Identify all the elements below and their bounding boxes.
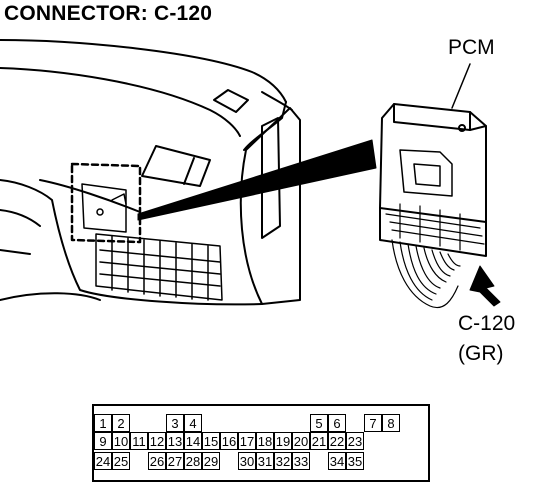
connector-pin-1: 1 (94, 414, 112, 432)
pcm-module (379, 103, 487, 257)
connector-pin-15: 15 (202, 432, 220, 450)
connector-pin-13: 13 (166, 432, 184, 450)
junction-block (95, 233, 223, 301)
connector-pin-33: 33 (292, 452, 310, 470)
connector-pin-3: 3 (166, 414, 184, 432)
connector-pin-23: 23 (346, 432, 364, 450)
connector-pin-29: 29 (202, 452, 220, 470)
connector-pin-17: 17 (238, 432, 256, 450)
connector-pin-25: 25 (112, 452, 130, 470)
pcm-label: PCM (448, 36, 495, 59)
connector-pin-27: 27 (166, 452, 184, 470)
connector-pin-14: 14 (184, 432, 202, 450)
connector-pin-6: 6 (328, 414, 346, 432)
dashboard-outline (0, 39, 293, 151)
connector-pin-16: 16 (220, 432, 238, 450)
connector-pin-10: 10 (112, 432, 130, 450)
pcm-leader-line (451, 63, 471, 109)
connector-pin-9: 9 (94, 432, 112, 450)
connector-pin-2: 2 (112, 414, 130, 432)
lower-dash (0, 179, 263, 306)
dash-end-panel (239, 107, 301, 305)
connector-pin-22: 22 (328, 432, 346, 450)
wire-harness (391, 239, 461, 309)
pcm-small-view (81, 183, 127, 233)
connector-pin-24: 24 (94, 452, 112, 470)
connector-pin-30: 30 (238, 452, 256, 470)
connector-pin-5: 5 (310, 414, 328, 432)
connector-pin-8: 8 (382, 414, 400, 432)
connector-color-label: (GR) (458, 342, 504, 365)
connector-pin-28: 28 (184, 452, 202, 470)
connector-pin-35: 35 (346, 452, 364, 470)
glovebox-opening (141, 145, 211, 187)
connector-pin-19: 19 (274, 432, 292, 450)
connector-pin-7: 7 (364, 414, 382, 432)
connector-pin-26: 26 (148, 452, 166, 470)
connector-pin-32: 32 (274, 452, 292, 470)
connector-pin-4: 4 (184, 414, 202, 432)
connector-pin-18: 18 (256, 432, 274, 450)
connector-pin-12: 12 (148, 432, 166, 450)
diagram-title: CONNECTOR: C-120 (4, 2, 213, 25)
callout-beam (137, 139, 377, 221)
vent-cover (213, 89, 249, 113)
callout-frame (70, 162, 142, 244)
connector-arrow (469, 265, 501, 307)
connector-pin-21: 21 (310, 432, 328, 450)
connector-pin-34: 34 (328, 452, 346, 470)
vehicle-dashboard-illustration (0, 39, 501, 309)
connector-pin-31: 31 (256, 452, 274, 470)
connector-id-label: C-120 (458, 312, 516, 335)
connector-pin-11: 11 (130, 432, 148, 450)
connector-pin-20: 20 (292, 432, 310, 450)
